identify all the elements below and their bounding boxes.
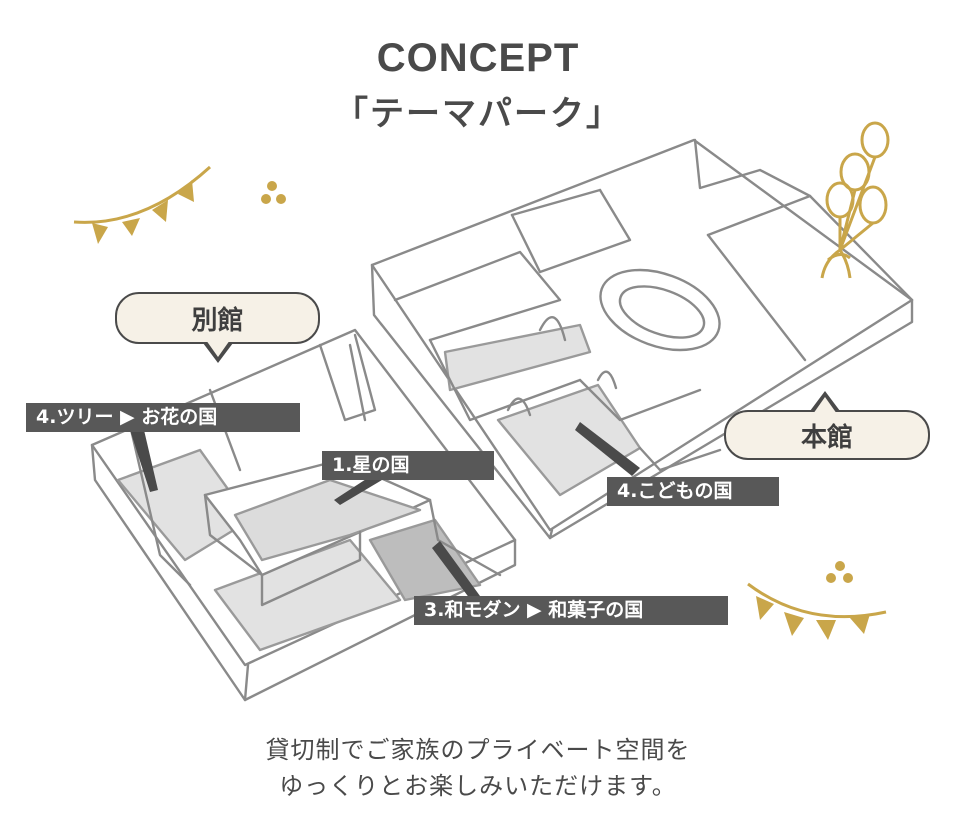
room-label-star: 1.星の国 bbox=[322, 451, 494, 480]
page-title: CONCEPT bbox=[376, 36, 580, 80]
main-building-sketch bbox=[370, 138, 914, 540]
caption-line-1: 貸切制でご家族のプライベート空間を bbox=[265, 736, 691, 764]
annex-label: 別館 bbox=[191, 305, 244, 336]
annex-callout: 別館 bbox=[115, 292, 320, 363]
label-pointers bbox=[130, 422, 640, 599]
room-label-kids: 4.こどもの国 bbox=[607, 477, 779, 506]
dots-top-icon bbox=[261, 181, 286, 204]
room-label-wa: 3.和モダン ▶ 和菓子の国 bbox=[414, 596, 728, 625]
main-building-callout: 本館 bbox=[724, 391, 930, 460]
page-subtitle: 「テーマパーク」 bbox=[334, 94, 622, 134]
main-building-label: 本館 bbox=[800, 422, 853, 453]
bunting-left-icon bbox=[73, 165, 212, 244]
dots-right-icon bbox=[826, 561, 853, 583]
caption: 貸切制でご家族のプライベート空間を ゆっくりとお楽しみいただけます。 bbox=[0, 732, 956, 804]
balloons-icon bbox=[820, 121, 890, 279]
bunting-right-icon bbox=[747, 582, 887, 640]
caption-line-2: ゆっくりとお楽しみいただけます。 bbox=[279, 772, 677, 800]
annex-callout-tail bbox=[203, 340, 233, 363]
main-callout-tail bbox=[810, 391, 840, 414]
room-label-tree: 4.ツリー ▶ お花の国 bbox=[26, 403, 300, 432]
